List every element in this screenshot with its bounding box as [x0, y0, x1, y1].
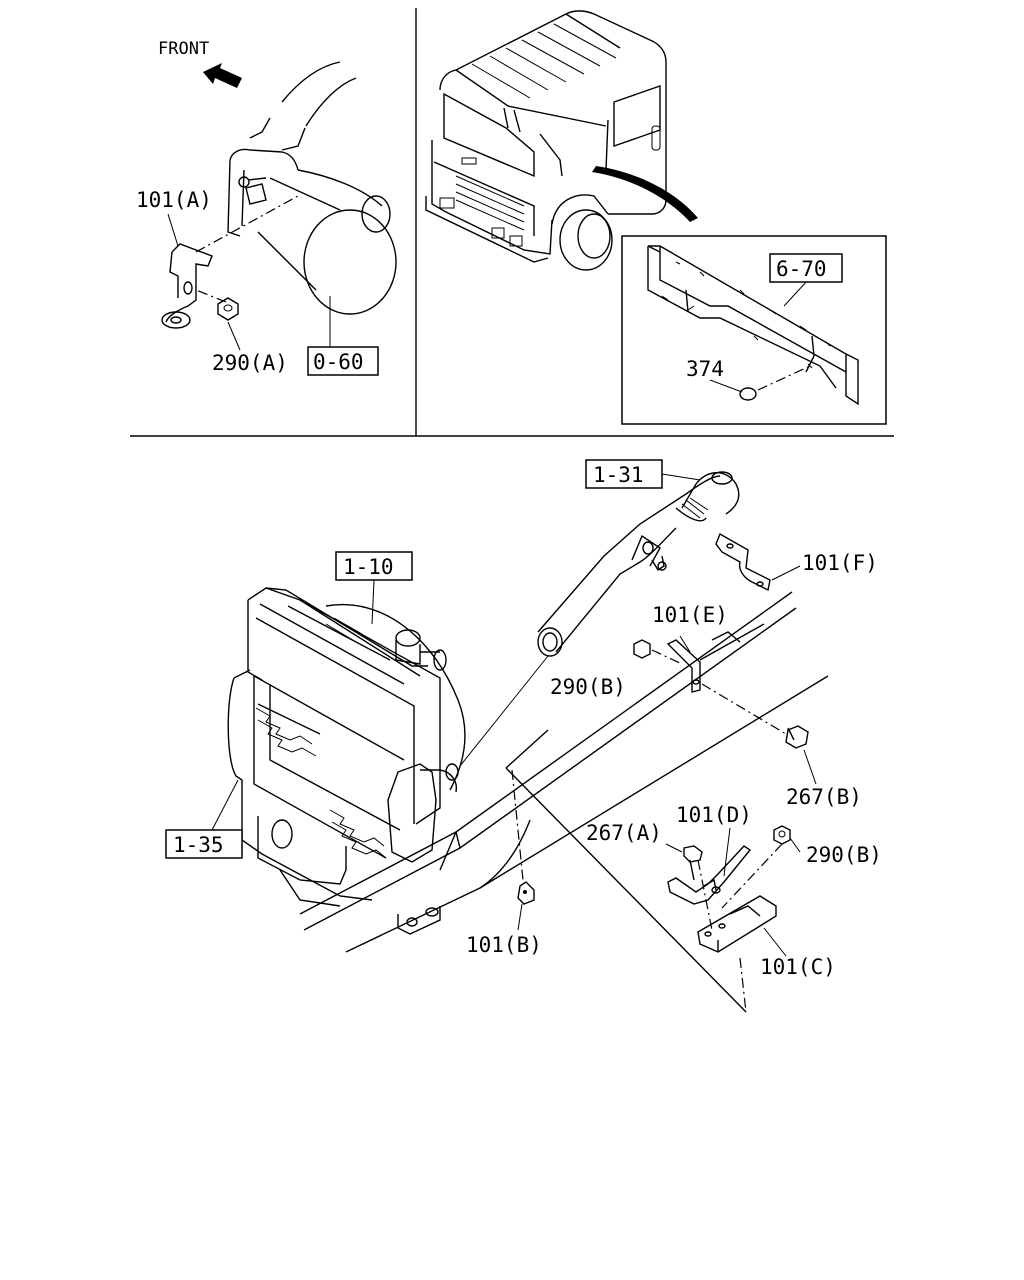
label-101b: 101(B) [466, 933, 542, 957]
front-label: FRONT [158, 39, 209, 59]
ref-label-0-60: 0-60 [313, 350, 364, 374]
clip-101b [517, 881, 535, 931]
ref-label-1-35: 1-35 [173, 833, 224, 857]
filter-canister-drawing [161, 61, 397, 351]
ref-box-1-10: 1-10 [335, 551, 413, 625]
bracket-set-101c-101d [665, 825, 801, 957]
ref-label-1-31: 1-31 [593, 463, 644, 487]
bracket-101e [633, 623, 817, 785]
detail-callout-lines [505, 729, 747, 1013]
ref-box-1-31: 1-31 [585, 459, 701, 489]
label-290a: 290(A) [212, 351, 288, 375]
front-arrow-icon [203, 63, 242, 88]
ref-box-1-35: 1-35 [165, 779, 243, 859]
label-101c: 101(C) [760, 955, 836, 979]
ref-box-0-60: 0-60 [307, 346, 379, 376]
intake-pipe-drawing [459, 471, 740, 767]
ref-label-6-70: 6-70 [776, 257, 827, 281]
label-290b-lower: 290(B) [806, 843, 882, 867]
label-290b-upper: 290(B) [550, 675, 626, 699]
truck-cab-drawing [425, 10, 698, 271]
front-indicator: FRONT [158, 39, 242, 88]
label-101e: 101(E) [652, 603, 728, 627]
label-101a: 101(A) [136, 188, 212, 212]
frame-inset [621, 235, 887, 425]
label-267b: 267(B) [786, 785, 862, 809]
ref-label-1-10: 1-10 [343, 555, 394, 579]
label-374: 374 [686, 357, 724, 381]
label-101d: 101(D) [676, 803, 752, 827]
panel-dividers [130, 8, 894, 437]
bracket-101f [715, 532, 801, 592]
label-267a: 267(A) [586, 821, 662, 845]
label-101f: 101(F) [802, 551, 878, 575]
ref-box-6-70: 6-70 [769, 253, 843, 283]
radiator-assembly-drawing [227, 587, 829, 953]
